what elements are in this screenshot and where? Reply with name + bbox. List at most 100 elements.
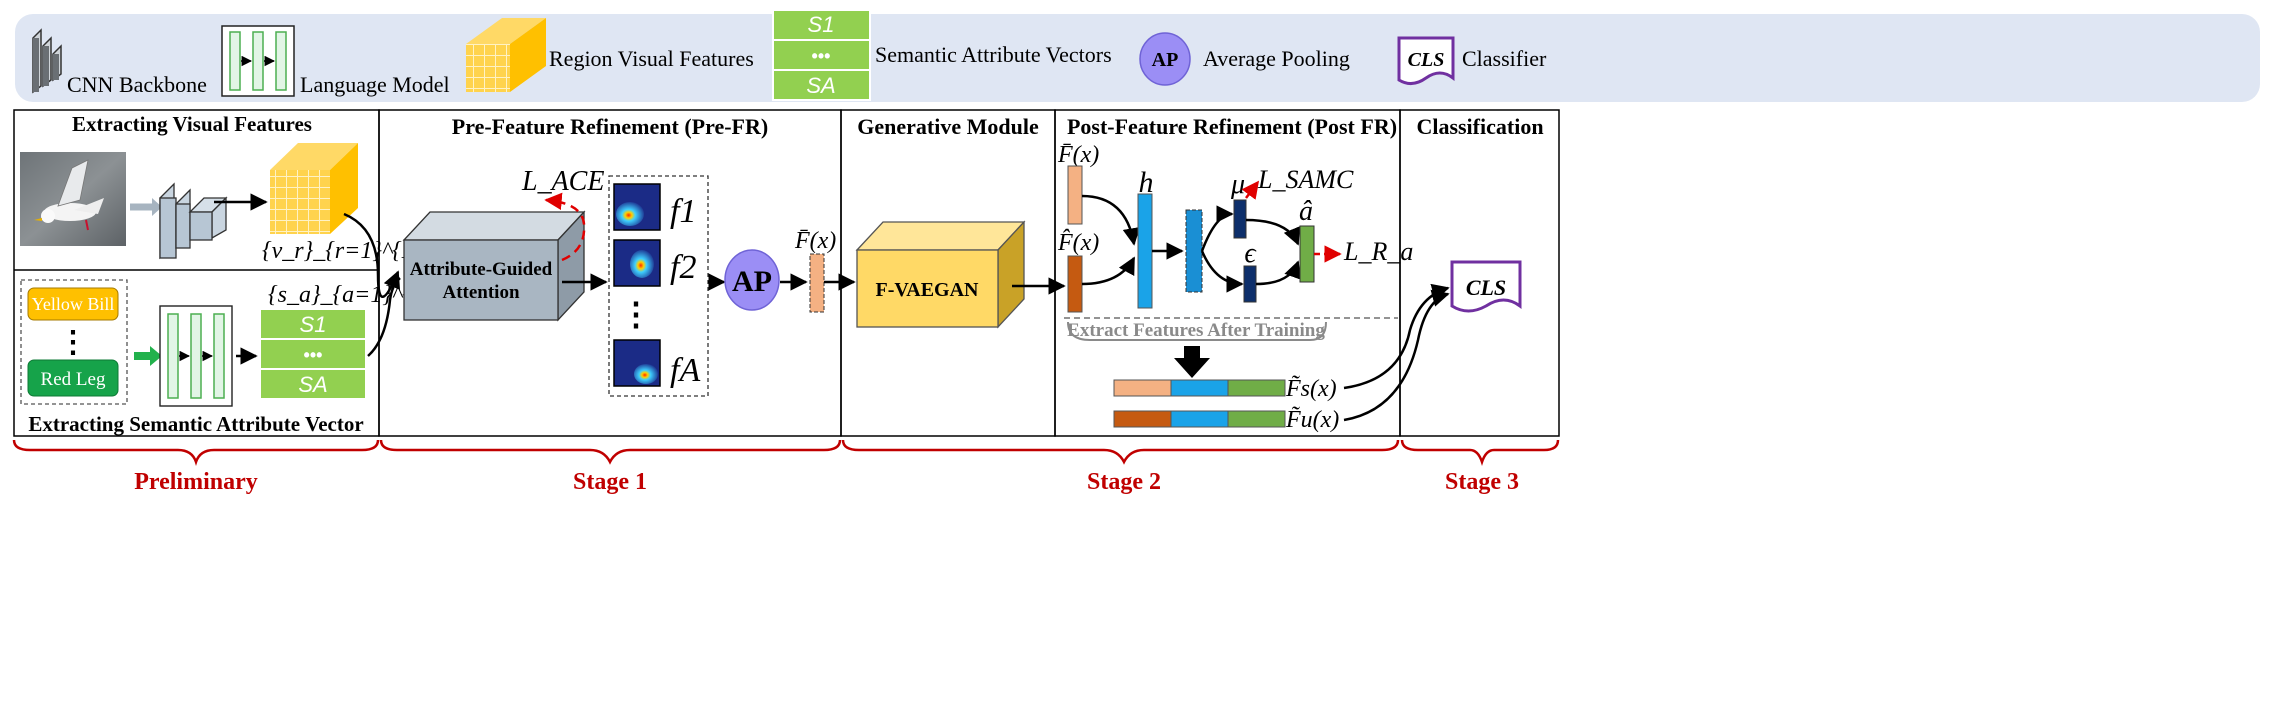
yellow-bill-chip (27, 287, 119, 321)
h-layer-bar (1137, 193, 1153, 309)
fhat-label: F̂(x) (1057, 229, 1099, 256)
fs-label: F̃s(x) (1285, 375, 1337, 402)
attention-map-a (613, 339, 661, 387)
stage-braces (12, 439, 1560, 466)
generative-title: Generative Module (857, 114, 1039, 139)
fbar-label-stage1: F̄(x) (794, 228, 836, 254)
vector-sa: SA (298, 372, 327, 397)
extract-bracket (1067, 321, 1327, 341)
legend-ap-label: Average Pooling (1203, 46, 1350, 71)
classification-panel (1399, 109, 1560, 437)
semantic-vectors-block: S1 ••• SA (259, 308, 367, 400)
legend-sav-s1: S1 (808, 12, 835, 37)
fbar-label-stage2: F̄(x) (1057, 142, 1099, 168)
loss-ra-label: L_R_a (1343, 237, 1413, 266)
semantic-to-attention-arrow (367, 277, 401, 357)
fbar-feature-bar (809, 253, 825, 313)
post-fr-title: Post-Feature Refinement (Post FR) (1067, 114, 1397, 139)
language-model-icon (221, 25, 295, 97)
region-features-cube (270, 143, 358, 234)
attention-map-1 (613, 183, 661, 231)
bird-photo (20, 152, 126, 246)
attention-block: Attribute-Guided Attention (402, 210, 586, 322)
extract-note: Extract Features After Training (1067, 320, 1325, 341)
hidden-layer-bar (1185, 209, 1203, 293)
legend-bar: CNN Backbone Language Model Region Visua… (15, 9, 2260, 102)
legend-region-label: Region Visual Features (549, 46, 754, 71)
extract-down-arrow (1174, 346, 1210, 378)
fhat-to-h-arrow (1081, 256, 1136, 286)
mu-bar (1233, 199, 1247, 239)
attention-map-2 (613, 239, 661, 287)
pre-fr-title: Pre-Feature Refinement (Pre-FR) (452, 114, 768, 139)
legend-lm-label: Language Model (300, 72, 450, 97)
language-model-block (159, 305, 233, 407)
fu-to-cls-arrow (1343, 289, 1450, 422)
yellow-bill-label: Yellow Bill (32, 294, 115, 314)
ace-loss-arrow (544, 192, 586, 262)
vector-s1: S1 (300, 312, 327, 337)
stage1-label: Stage 1 (573, 469, 647, 495)
legend-background (15, 14, 2260, 102)
f1-label: f1 (670, 193, 696, 230)
stage3-brace (1400, 439, 1560, 466)
eps-bar (1243, 265, 1257, 303)
legend-cls-symbol: CLS (1408, 49, 1445, 71)
legend-cls-label: Classifier (1462, 46, 1547, 71)
fvaegan-label: F-VAEGAN (876, 279, 980, 301)
legend-sav-sa: SA (806, 73, 835, 98)
legend-cnn-label: CNN Backbone (67, 72, 207, 97)
preliminary-brace (12, 439, 380, 466)
loss-samc-label: L_SAMC (1257, 165, 1354, 194)
ahat-label: â (1299, 196, 1313, 227)
semantic-vector-icon: S1 ••• SA (772, 9, 871, 101)
fhat-generated-bar (1067, 255, 1083, 313)
preliminary-label: Preliminary (134, 469, 258, 495)
eps-label: ϵ (1244, 238, 1257, 269)
vector-dots: ••• (304, 345, 323, 365)
cls-node-label: CLS (1466, 275, 1506, 300)
loss-ace-label: L_ACE (521, 166, 604, 197)
fs-to-cls-arrow (1343, 283, 1450, 390)
cls-node: CLS (1450, 260, 1522, 313)
ap-node: AP (724, 249, 780, 311)
h-label: h (1139, 166, 1154, 199)
stage1-brace (379, 439, 842, 465)
semantic-vector-title: Extracting Semantic Attribute Vector (28, 412, 363, 436)
legend-ap-symbol: AP (1152, 49, 1179, 71)
attention-label-1: Attribute-Guided (410, 259, 553, 280)
visual-features-title: Extracting Visual Features (72, 112, 312, 136)
f2-label: f2 (670, 249, 696, 286)
unseen-feature-bar (1113, 410, 1286, 428)
cnn-backbone-block (159, 182, 228, 260)
region-set-label: {v_r}_{r=1}^{R} (262, 238, 426, 264)
fbar-real-bar (1067, 165, 1083, 225)
classifier-icon: CLS (1397, 36, 1455, 85)
stage2-label: Stage 2 (1087, 469, 1161, 495)
red-leg-label: Red Leg (41, 369, 106, 390)
cnn-backbone-icon (32, 28, 62, 94)
attention-maps-box (608, 175, 709, 397)
attribute-vdots: ⋮ (58, 326, 88, 359)
average-pooling-icon: AP (1139, 32, 1191, 86)
mu-to-ahat-arrow (1245, 218, 1301, 246)
mu-label: μ (1230, 169, 1245, 200)
fvaegan-block: F-VAEGAN (855, 220, 1026, 329)
attribute-words-box (20, 279, 128, 405)
stage2-brace (841, 439, 1400, 465)
hidden-to-eps-arrow (1200, 250, 1244, 293)
maps-vdots: ⋮ (620, 296, 652, 332)
eps-to-ahat-arrow (1255, 260, 1301, 286)
stage3-label: Stage 3 (1445, 469, 1519, 495)
visual-to-attention-arrow (343, 212, 401, 298)
legend-sav-label: Semantic Attribute Vectors (875, 42, 1112, 67)
classification-title: Classification (1416, 114, 1543, 139)
hidden-to-mu-arrow (1200, 205, 1234, 252)
ahat-bar (1299, 225, 1315, 283)
attention-label-2: Attention (442, 282, 519, 303)
fu-label: F̃u(x) (1285, 406, 1339, 433)
fA-label: fA (670, 352, 700, 389)
red-leg-chip (27, 359, 119, 397)
legend-sav-dots: ••• (812, 46, 831, 66)
